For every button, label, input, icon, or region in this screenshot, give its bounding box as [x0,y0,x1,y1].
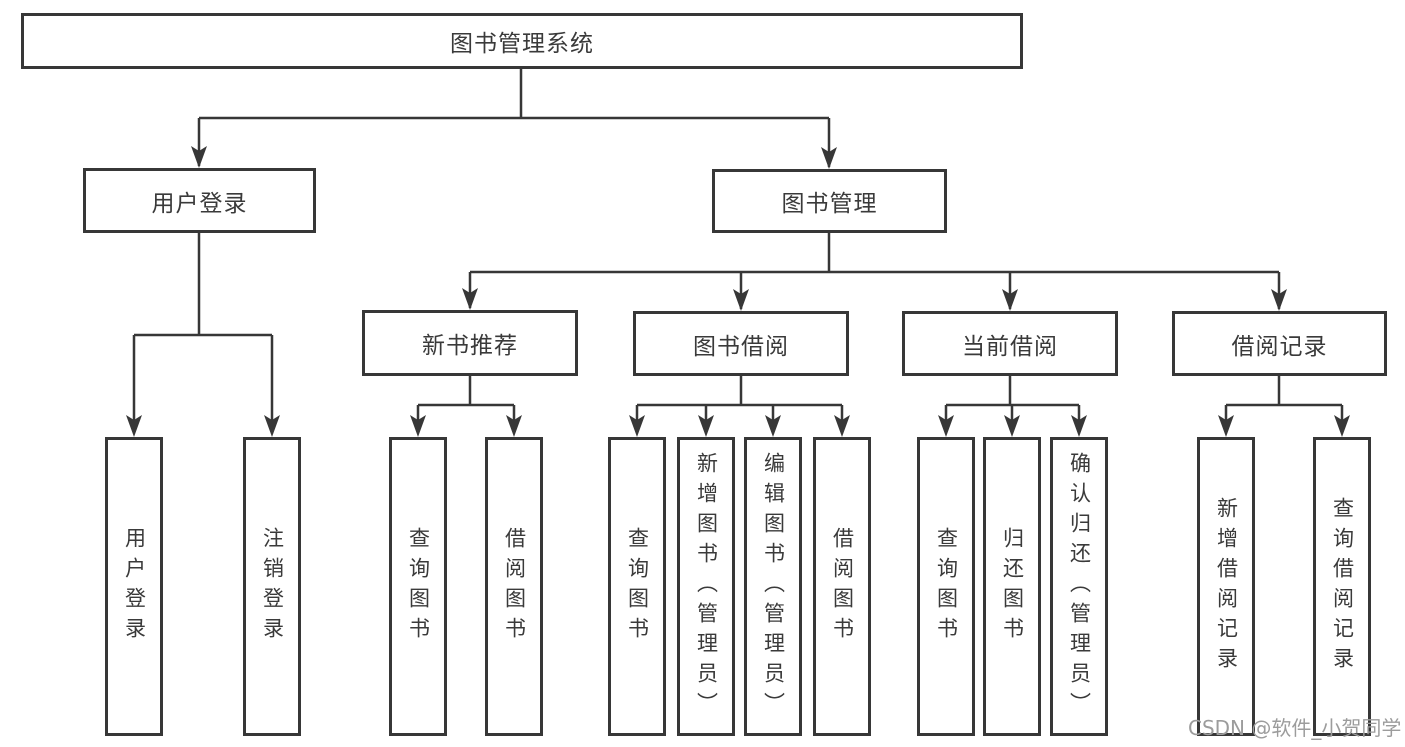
node-borrow-records: 借阅记录 [1172,311,1387,376]
arrowhead [698,415,714,437]
node-user-login: 用户登录 [83,168,316,233]
leaf-current-return-books: 归还图书 [983,437,1041,736]
node-book-borrowing: 图书借阅 [633,311,849,376]
arrowhead [938,415,954,437]
arrowhead [1271,289,1287,311]
node-library-system: 图书管理系统 [21,13,1023,69]
arrowhead [1002,289,1018,311]
leaf-borrowing-add-books-admin: 新增图书（管理员） [677,437,735,736]
leaf-current-query-books: 查询图书 [917,437,975,736]
arrowhead [733,289,749,311]
leaf-logout: 注销登录 [243,437,301,736]
arrowhead [834,415,850,437]
arrowhead [765,415,781,437]
leaf-current-confirm-return-admin: 确认归还（管理员） [1050,437,1108,736]
node-book-management: 图书管理 [712,169,947,233]
arrowhead [1071,415,1087,437]
leaf-user-login: 用户登录 [105,437,163,736]
arrowhead [629,415,645,437]
arrowhead [462,288,478,310]
csdn-watermark: CSDN @软件_小贺同学 [1188,716,1402,740]
arrowhead [126,415,142,437]
leaf-borrowing-edit-books-admin: 编辑图书（管理员） [744,437,802,736]
leaf-borrowing-borrow-books: 借阅图书 [813,437,871,736]
arrowhead [264,415,280,437]
leaf-recommend-query-books: 查询图书 [389,437,447,736]
leaf-borrowing-query-books: 查询图书 [608,437,666,736]
leaf-records-query-record: 查询借阅记录 [1313,437,1371,736]
node-current-borrowing: 当前借阅 [902,311,1118,376]
arrowhead [1218,415,1234,437]
node-new-book-recommend: 新书推荐 [362,310,578,376]
leaf-recommend-borrow-books: 借阅图书 [485,437,543,736]
arrowhead [1334,415,1350,437]
arrowhead [1004,415,1020,437]
arrowhead [506,415,522,437]
arrowhead [821,147,837,169]
arrowhead [191,146,207,168]
leaf-records-add-record: 新增借阅记录 [1197,437,1255,736]
arrowhead [410,415,426,437]
